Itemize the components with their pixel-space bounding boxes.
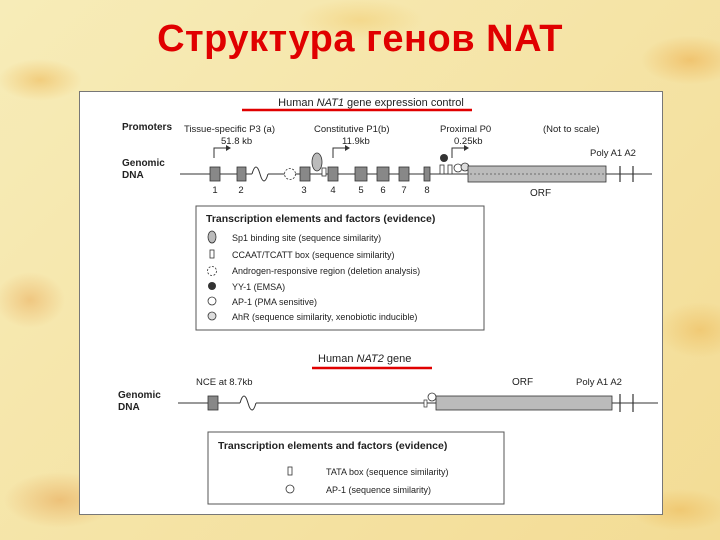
p3-distance: 51.8 kb bbox=[221, 136, 252, 147]
nat2-ap1-marker bbox=[427, 392, 437, 402]
p0-label: Proximal P0 bbox=[440, 124, 491, 135]
exon-2-label: 2 bbox=[238, 185, 243, 196]
exon-8 bbox=[423, 166, 431, 182]
nat2-header: Human NAT2 gene bbox=[318, 353, 411, 365]
legend2-box bbox=[207, 431, 505, 505]
not-to-scale-label: (Not to scale) bbox=[543, 124, 600, 135]
p3-promoter-arrow bbox=[213, 147, 226, 158]
slide-title: Структура генов NAT bbox=[157, 18, 563, 60]
legend-sp1-text: Sp1 binding site (sequence similarity) bbox=[232, 233, 381, 243]
nat1-genomic-label: Genomic bbox=[122, 158, 165, 169]
p1-arrowhead bbox=[345, 145, 350, 151]
exon-5-label: 5 bbox=[358, 185, 363, 196]
legend-ccaat-text: CCAAT/TCATT box (sequence similarity) bbox=[232, 250, 395, 260]
yy1-marker bbox=[440, 154, 448, 162]
legend-ahr-text: AhR (sequence similarity, xenobiotic ind… bbox=[232, 312, 417, 322]
p1-label: Constitutive P1(b) bbox=[314, 124, 390, 135]
nce-label: NCE at 8.7kb bbox=[196, 377, 253, 388]
nat1-orf-box bbox=[467, 165, 607, 183]
exon-1-label: 1 bbox=[212, 185, 217, 196]
sp1-site-marker bbox=[311, 152, 323, 172]
figure-panel: Human NAT1 gene expression control Promo… bbox=[79, 91, 663, 515]
exon-6 bbox=[376, 166, 390, 182]
legend-yy1-icon bbox=[208, 282, 216, 290]
legend-tata-text: TATA box (sequence similarity) bbox=[326, 467, 449, 477]
exon-4 bbox=[327, 166, 339, 182]
exon-2 bbox=[236, 166, 247, 182]
p3-label: Tissue-specific P3 (a) bbox=[184, 124, 275, 135]
ccaat-box-marker-p0b bbox=[447, 164, 453, 175]
exon-3 bbox=[299, 166, 311, 182]
exon-4-label: 4 bbox=[330, 185, 335, 196]
nat2-tata-marker bbox=[423, 399, 428, 408]
p3-arrowhead bbox=[226, 145, 231, 151]
legend-tata-icon bbox=[287, 466, 293, 476]
legend-ccaat-icon bbox=[209, 249, 215, 259]
nat2-polya-label: Poly A1 A2 bbox=[576, 377, 622, 388]
exon-6-label: 6 bbox=[380, 185, 385, 196]
legend-ahr-icon bbox=[207, 311, 217, 321]
legend-sp1-icon bbox=[207, 230, 217, 244]
legend-ap1-2-icon bbox=[285, 484, 295, 494]
androgen-region-marker bbox=[284, 168, 296, 180]
nat1-polya-label: Poly A1 A2 bbox=[590, 148, 636, 159]
p0-distance: 0.25kb bbox=[454, 136, 483, 147]
nat2-orf-box bbox=[435, 395, 613, 411]
legend-ap1-2-text: AP-1 (sequence similarity) bbox=[326, 485, 431, 495]
exon-7-label: 7 bbox=[401, 185, 406, 196]
nat2-dna-label: DNA bbox=[118, 402, 140, 413]
legend-androgen-icon bbox=[207, 266, 217, 276]
legend-ap1-text: AP-1 (PMA sensitive) bbox=[232, 297, 317, 307]
nat1-header: Human NAT1 gene expression control bbox=[278, 97, 464, 109]
nat2-break-squiggle bbox=[239, 395, 257, 411]
nat1-dna-label: DNA bbox=[122, 170, 144, 181]
legend-ap1-icon bbox=[207, 296, 217, 306]
p1-distance: 11.9kb bbox=[342, 136, 370, 147]
nat2-genomic-label: Genomic bbox=[118, 390, 161, 401]
promoters-label: Promoters bbox=[122, 122, 172, 133]
nat2-orf-label: ORF bbox=[512, 377, 533, 388]
legend-yy1-text: YY-1 (EMSA) bbox=[232, 282, 285, 292]
nat1-orf-label: ORF bbox=[530, 188, 551, 199]
ccaat-box-marker bbox=[321, 167, 327, 177]
exon-5 bbox=[354, 166, 368, 182]
legend1-title: Transcription elements and factors (evid… bbox=[206, 213, 435, 225]
ccaat-box-marker-p0 bbox=[439, 164, 445, 175]
exon-7 bbox=[398, 166, 410, 182]
p0-promoter-arrow bbox=[451, 147, 464, 158]
p0-arrowhead bbox=[464, 145, 469, 151]
legend2-title: Transcription elements and factors (evid… bbox=[218, 440, 447, 452]
legend1-box bbox=[195, 205, 485, 331]
exon-1 bbox=[209, 166, 221, 182]
nce-exon bbox=[207, 395, 219, 411]
legend-androgen-text: Androgen-responsive region (deletion ana… bbox=[232, 266, 420, 276]
exon-8-label: 8 bbox=[424, 185, 429, 196]
gene-structure-diagram: Human NAT1 gene expression control Promo… bbox=[118, 97, 658, 505]
p1-promoter-arrow bbox=[332, 147, 345, 158]
nat1-break-squiggle bbox=[251, 166, 269, 182]
exon-3-label: 3 bbox=[301, 185, 306, 196]
